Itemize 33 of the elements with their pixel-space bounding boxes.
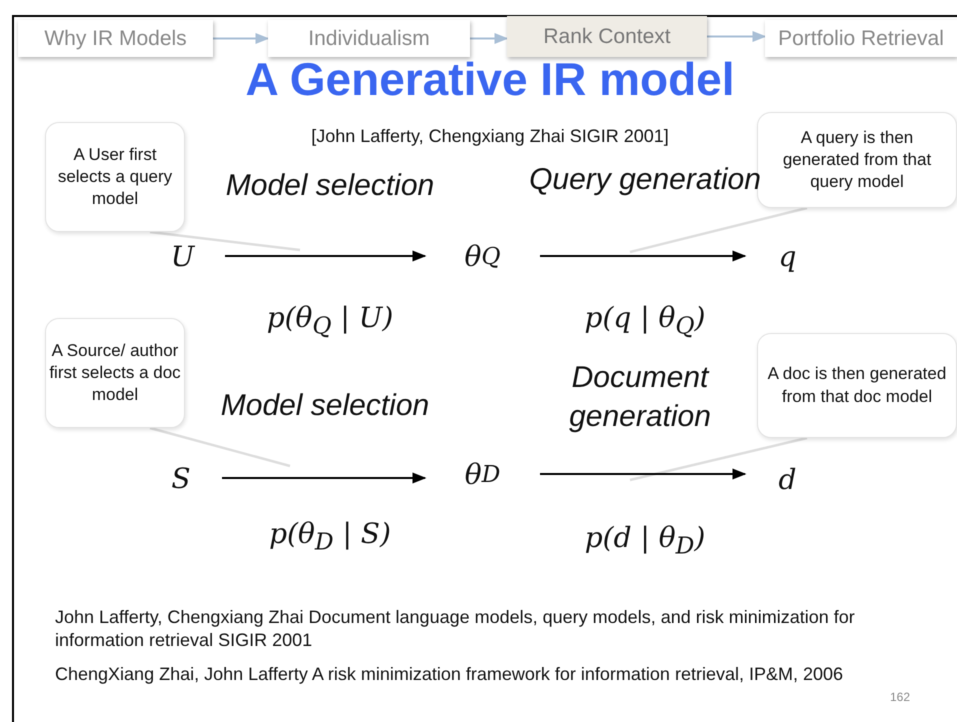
edge-label: Model selection xyxy=(220,388,430,424)
arrow xyxy=(707,30,766,42)
formula: p(d | θ$_{D}$) xyxy=(584,520,706,561)
callout-bubble: A Source/ author first selects a doc model xyxy=(45,318,185,428)
formula: p(θ$_{Q}$ | U) xyxy=(266,300,394,341)
callout-bubble: A doc is then generated from that doc model xyxy=(757,333,957,438)
arrow xyxy=(222,472,426,484)
page-number: 162 xyxy=(888,690,912,706)
arrow xyxy=(213,32,270,44)
arrow xyxy=(470,32,508,44)
breadcrumb-tab: Individualism xyxy=(268,20,470,57)
reference-text: ChengXiang Zhai, John Lafferty A risk minimization framework for information retrieval, IP&M, 2006 xyxy=(55,663,844,686)
reference-text: John Lafferty, Chengxiang Zhai Document language models, query models, and risk minimization for information retrieval SIGIR 2001 xyxy=(55,606,856,652)
callout-tail xyxy=(630,436,808,482)
arrow xyxy=(225,250,426,262)
breadcrumb-tab: Why IR Models xyxy=(18,20,213,57)
edge-label: Model selection xyxy=(224,168,436,204)
arrow xyxy=(540,468,746,480)
reference-note: [John Lafferty, Chengxiang Zhai SIGIR 2001] xyxy=(310,125,670,148)
breadcrumb-tab: Portfolio Retrieval xyxy=(765,20,957,57)
math-symbol: q xyxy=(745,232,830,280)
formula: p(q | θ$_{Q}$) xyxy=(584,300,706,341)
math-symbol: S xyxy=(140,454,222,502)
math-symbol: U xyxy=(140,232,225,280)
edge-label: Document generation xyxy=(568,360,712,435)
callout-tail xyxy=(150,426,290,468)
callout-tail xyxy=(150,230,300,252)
breadcrumb-tab: Rank Context xyxy=(507,16,707,57)
arrow xyxy=(540,250,746,262)
formula: p(θ$_{D}$ | S) xyxy=(268,516,392,557)
callout-bubble: A User first selects a query model xyxy=(45,122,185,232)
math-symbol: d xyxy=(745,455,830,503)
callout-tail xyxy=(630,206,808,254)
